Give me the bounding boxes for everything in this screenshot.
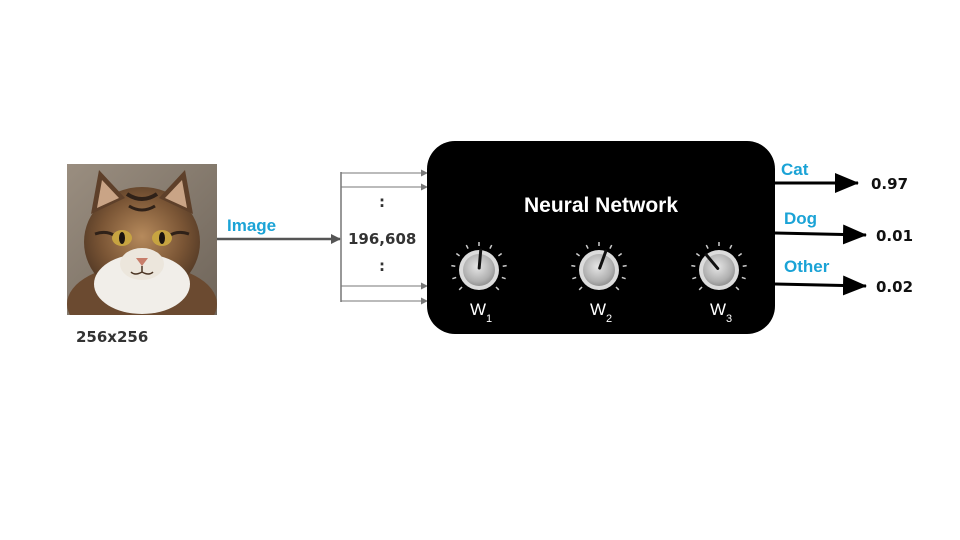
cat-image [67,164,217,315]
knob-tick [621,276,626,280]
output-arrow-dog [774,224,867,245]
output-value-cat: 0.97 [871,175,908,193]
cat-illustration [67,164,217,315]
knob-tick [705,244,709,249]
knob-face [583,254,615,286]
knob-tick [622,264,627,267]
output-label-other: Other [784,257,830,276]
image-size-label: 256x256 [76,328,148,346]
knob-tick [501,276,506,280]
knob-face [463,254,495,286]
output-label-cat: Cat [781,160,809,179]
knob-tick [451,264,456,267]
knob-subscript: 3 [726,313,732,325]
output-value-other: 0.02 [876,278,913,296]
input-lines [341,169,428,305]
ellipsis-bottom: : [379,257,385,275]
knob-tick [465,244,469,249]
knob-tick [741,276,746,280]
output-label-dog: Dog [784,209,817,228]
knob-tick [691,264,696,267]
knob-tick [572,276,577,280]
knob-tick [502,264,507,267]
knob-tick [615,286,620,291]
knob-tick [695,252,701,257]
knob-pointer [598,249,608,270]
knob-label: W [590,300,606,319]
knob-tick [609,244,613,249]
knob-tick [692,276,697,280]
knob-pointer [704,253,720,270]
knob-label: W [470,300,486,319]
knob-tick [497,252,503,257]
knob-tick [729,244,733,249]
knob-tick [571,264,576,267]
knob-tick [617,252,623,257]
knob-pointer [477,248,483,270]
knob-subscript: 2 [606,313,612,325]
knob-tick [455,252,461,257]
knob-tick [575,252,581,257]
knob-tick [578,286,583,291]
knob-tick [489,244,493,249]
ellipsis-top: : [379,193,385,211]
output-arrow-other [774,275,867,296]
neural-network-box [427,141,775,334]
network-title: Neural Network [524,194,678,217]
image-arrow-label: Image [227,216,276,235]
knob-tick [458,286,463,291]
output-value-dog: 0.01 [876,227,913,245]
knob-tick [698,286,703,291]
knob-tick [737,252,743,257]
pixel-count-label: 196,608 [348,230,416,248]
knob-tick [452,276,457,280]
knob-tick [585,244,589,249]
knob-tick [735,286,740,291]
knob-tick [742,264,747,267]
knob-tick [495,286,500,291]
knob-label: W [710,300,726,319]
knob-subscript: 1 [486,313,492,325]
